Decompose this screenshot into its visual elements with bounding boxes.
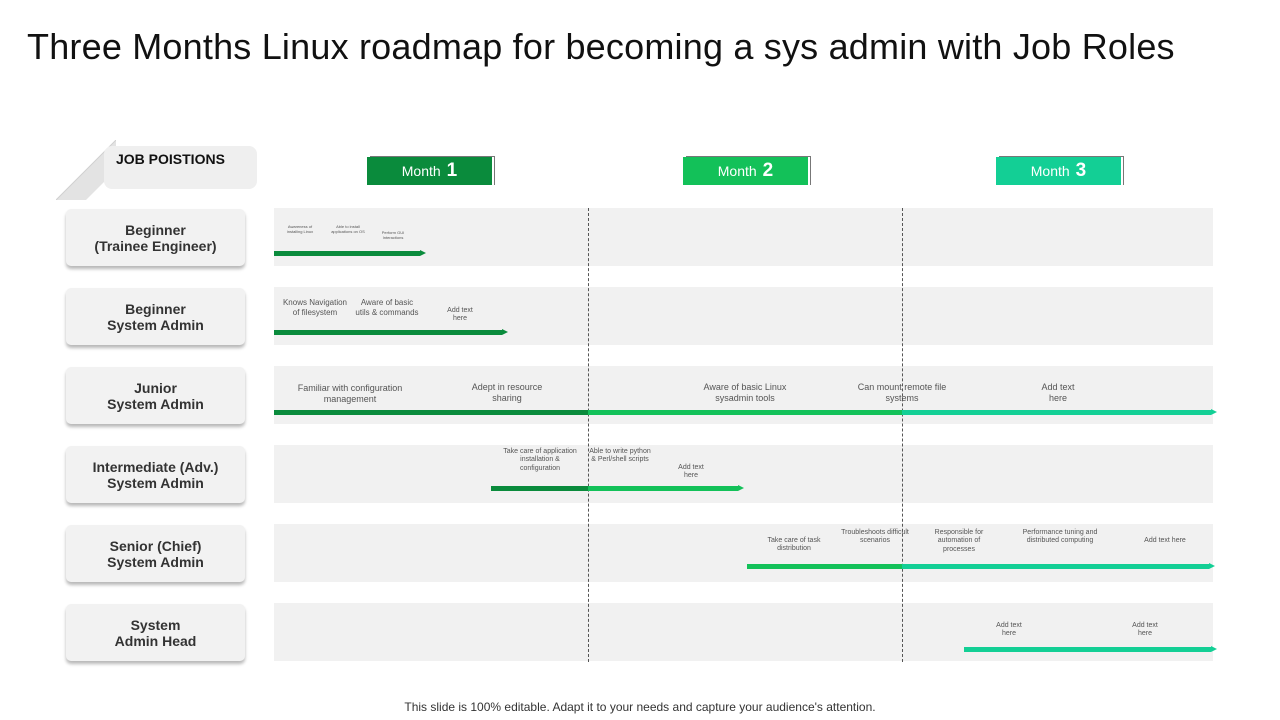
role-card-beginner-sysadmin: Beginner System Admin: [66, 288, 245, 345]
month-3-label: Month: [1030, 163, 1070, 179]
job-positions-header-box: [104, 146, 257, 189]
row-band-1: [274, 208, 1213, 266]
timeline-note: Add text here: [447, 307, 473, 323]
role-title: Senior (Chief): [109, 537, 202, 554]
timeline-bar: [274, 329, 508, 335]
timeline-note: Awareness of installing Linux: [286, 224, 314, 234]
timeline-note: Perform GUI Interactions: [381, 230, 405, 240]
timeline-note: Add text here: [1041, 382, 1075, 403]
month-divider-1: [588, 208, 589, 662]
timeline-bar: [274, 410, 588, 415]
role-card-intermediate-sysadmin: Intermediate (Adv.) System Admin: [66, 446, 245, 503]
timeline-note: Add text here: [1132, 622, 1158, 638]
timeline-bar: [588, 485, 744, 491]
month-divider-2: [902, 208, 903, 662]
timeline-bar: [902, 409, 1217, 415]
timeline-note: Can mount remote file systems: [857, 382, 947, 403]
timeline-note: Troubleshoots difficult scenarios: [841, 529, 909, 545]
timeline-note: Take care of task distribution: [767, 537, 821, 553]
timeline-note: Add text here: [678, 464, 704, 480]
month-2-header: Month 2: [683, 157, 808, 185]
timeline-bar: [964, 646, 1217, 652]
row-band-6: [274, 603, 1213, 661]
timeline-bar: [491, 486, 588, 491]
month-3-number: 3: [1075, 160, 1087, 181]
role-title: Beginner: [125, 221, 186, 238]
timeline-note: Add text here: [1144, 537, 1186, 544]
timeline-bar: [902, 563, 1215, 569]
job-positions-header: JOB POISTIONS: [116, 151, 225, 167]
timeline-note: Take care of application installation & …: [503, 448, 577, 472]
timeline-note: Able to install applications on OS: [331, 224, 365, 234]
timeline-note: Aware of basic utils & commands: [355, 298, 419, 317]
row-band-5: [274, 524, 1213, 582]
role-subtitle: (Trainee Engineer): [94, 237, 217, 254]
timeline-note: Adept in resource sharing: [471, 382, 543, 403]
footer-note: This slide is 100% editable. Adapt it to…: [404, 700, 876, 714]
role-subtitle: Admin Head: [114, 632, 197, 649]
timeline-note: Able to write python & Perl/shell script…: [589, 448, 651, 464]
role-title: Junior: [134, 379, 177, 396]
month-2-number: 2: [762, 160, 774, 181]
role-card-senior-sysadmin: Senior (Chief) System Admin: [66, 525, 245, 582]
timeline-note: Knows Navigation of filesystem: [282, 298, 348, 317]
role-title: Intermediate (Adv.): [92, 458, 219, 475]
timeline-bar: [588, 410, 902, 415]
role-subtitle: System Admin: [107, 395, 204, 412]
role-title: Beginner: [125, 300, 186, 317]
timeline-note: Familiar with configuration management: [297, 383, 403, 404]
timeline-note: Aware of basic Linux sysadmin tools: [703, 382, 787, 403]
month-1-label: Month: [401, 163, 441, 179]
month-1-header: Month 1: [367, 157, 492, 185]
role-card-trainee-engineer: Beginner (Trainee Engineer): [66, 209, 245, 266]
timeline-bar: [274, 250, 426, 256]
row-band-2: [274, 287, 1213, 345]
timeline-note: Add text here: [996, 622, 1022, 638]
role-subtitle: System Admin: [107, 316, 204, 333]
slide-title: Three Months Linux roadmap for becoming …: [27, 26, 1175, 67]
role-subtitle: System Admin: [107, 553, 204, 570]
timeline-note: Responsible for automation of processes: [934, 529, 984, 553]
timeline-note: Performance tuning and distributed compu…: [1022, 529, 1098, 545]
timeline-bar: [747, 564, 902, 569]
month-2-label: Month: [717, 163, 757, 179]
role-title: System: [130, 616, 181, 633]
month-1-number: 1: [446, 160, 458, 181]
role-subtitle: System Admin: [107, 474, 204, 491]
row-band-4: [274, 445, 1213, 503]
month-3-header: Month 3: [996, 157, 1121, 185]
role-card-sysadmin-head: System Admin Head: [66, 604, 245, 661]
role-card-junior-sysadmin: Junior System Admin: [66, 367, 245, 424]
